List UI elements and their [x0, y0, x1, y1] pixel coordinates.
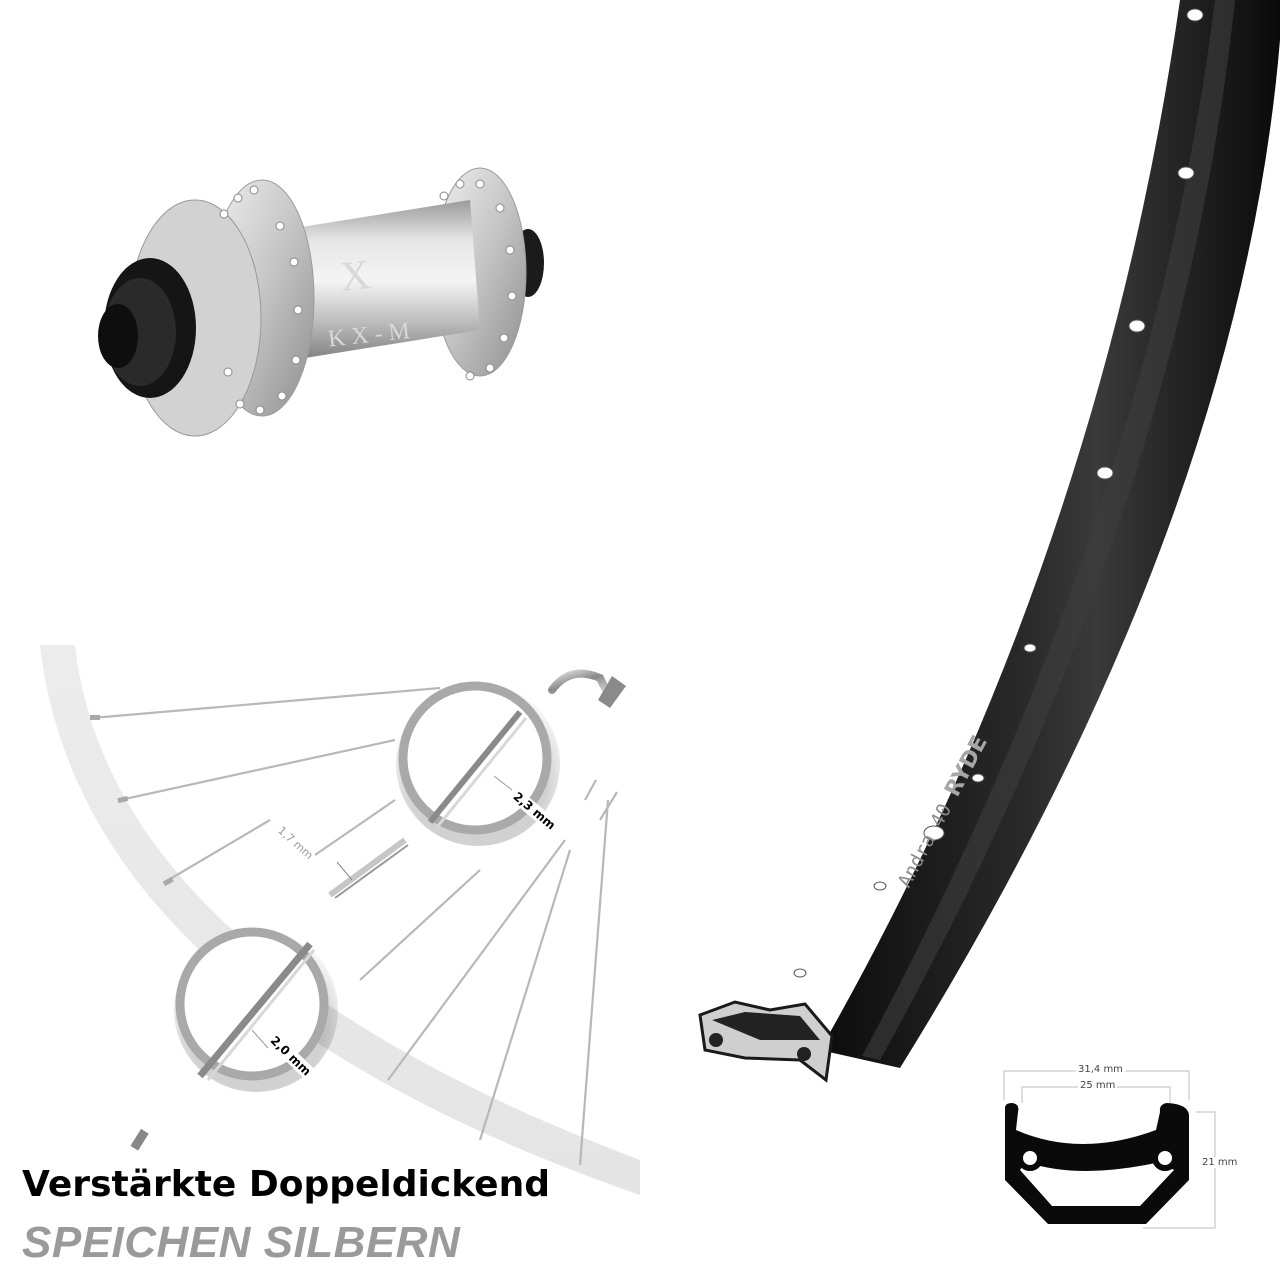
rim-body — [820, 0, 1280, 1068]
spoke-lines — [91, 686, 618, 1166]
product-headline: Verstärkte Doppeldickend — [22, 1164, 550, 1205]
hub-logo-icon: X — [337, 251, 379, 301]
rim-image — [698, 0, 1280, 1083]
flange-holes — [219, 179, 517, 415]
magnifier-lower — [174, 927, 338, 1092]
rim-inner-width-label: 25 mm — [1078, 1080, 1118, 1091]
hub-body — [270, 200, 480, 362]
spoke-threaded-end — [130, 1128, 149, 1151]
middle-spoke-section — [328, 837, 409, 899]
rim-spoke-holes — [793, 8, 1204, 978]
magnifier-upper — [396, 681, 560, 846]
spoke-head — [548, 669, 626, 708]
hub-axle-end — [98, 304, 138, 368]
product-subline: SPEICHEN SILBERN — [22, 1218, 461, 1267]
ghost-rim-arc — [40, 645, 640, 1195]
hub-image — [98, 167, 544, 437]
spoke-illustration — [40, 645, 640, 1195]
rim-profile-diagram — [1003, 1070, 1216, 1229]
rim-profile-shape — [1005, 1103, 1189, 1224]
rim-height-label: 21 mm — [1200, 1157, 1240, 1168]
rim-outer-width-label: 31,4 mm — [1076, 1064, 1125, 1075]
